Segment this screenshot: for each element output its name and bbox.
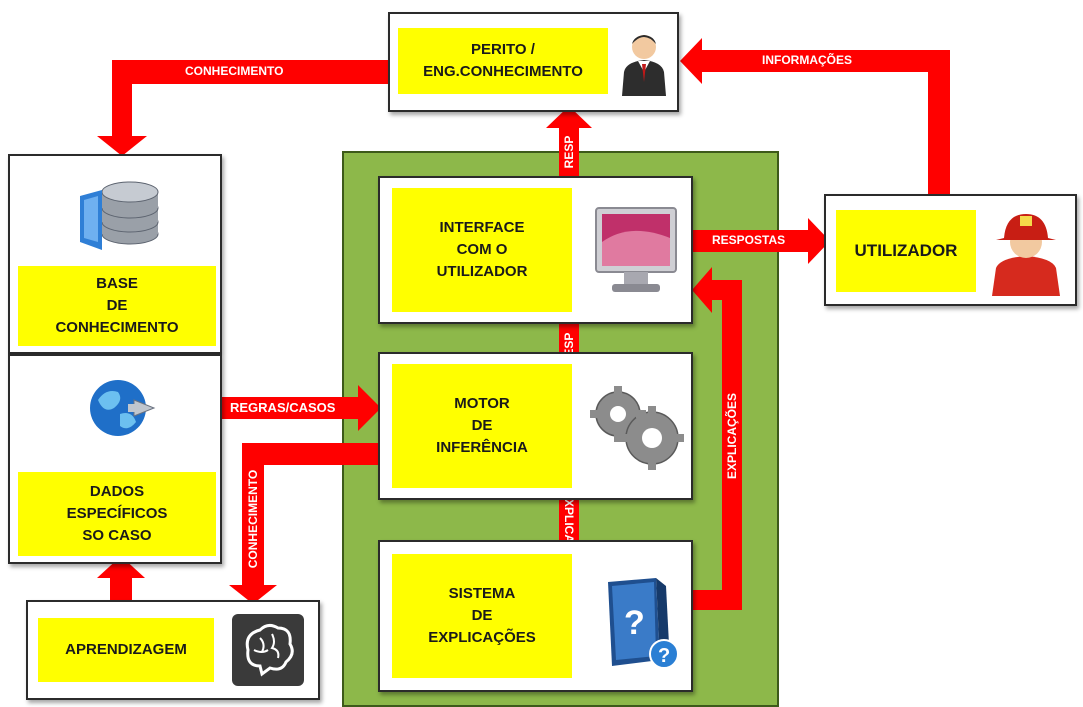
arrow-informacoes-h — [700, 50, 950, 72]
brain-icon — [232, 614, 304, 691]
node-aprendizagem: APRENDIZAGEM — [26, 600, 320, 700]
arrow-resp-top-head — [546, 106, 592, 128]
arrow-aprendizagem-head — [97, 556, 145, 578]
node-aprendizagem-label: APRENDIZAGEM — [38, 618, 214, 682]
arrow-conhecimento-top-head — [97, 136, 147, 156]
arrow-conhecimento-left-h — [242, 443, 380, 465]
node-perito-label: PERITO / ENG.CONHECIMENTO — [398, 28, 608, 94]
node-base: BASE DE CONHECIMENTO — [8, 154, 222, 354]
label-informacoes: INFORMAÇÕES — [762, 53, 852, 67]
node-motor: MOTOR DE INFERÊNCIA — [378, 352, 693, 500]
arrow-respostas-head — [808, 218, 830, 264]
help-book-icon: ? ? — [600, 576, 684, 677]
database-icon — [74, 172, 170, 259]
arrow-conhecimento-top-h — [112, 60, 395, 84]
arrow-regras-head — [358, 385, 381, 431]
node-perito: PERITO / ENG.CONHECIMENTO — [388, 12, 679, 112]
node-interface: INTERFACE COM O UTILIZADOR — [378, 176, 693, 324]
node-sistema-label: SISTEMA DE EXPLICAÇÕES — [392, 554, 572, 678]
label-explicacoes-up: EXPLICAÇÕES — [725, 392, 739, 479]
arrow-explicacoes-up-top — [710, 280, 742, 300]
node-base-label: BASE DE CONHECIMENTO — [18, 266, 216, 346]
gears-icon — [586, 378, 686, 479]
node-utilizador-label: UTILIZADOR — [836, 210, 976, 292]
label-conhecimento-left: CONHECIMENTO — [246, 469, 260, 569]
arrow-aprendizagem-shaft — [110, 574, 132, 604]
label-resp-top: RESP — [562, 135, 576, 169]
arrow-resp-top-shaft — [559, 124, 579, 184]
arrow-conhecimento-top-v — [112, 60, 132, 140]
node-motor-label: MOTOR DE INFERÊNCIA — [392, 364, 572, 488]
firefighter-icon — [986, 210, 1066, 301]
svg-text:?: ? — [658, 645, 670, 667]
arrow-informacoes-head — [680, 38, 702, 84]
node-sistema: SISTEMA DE EXPLICAÇÕES ? ? — [378, 540, 693, 692]
label-regras: REGRAS/CASOS — [230, 400, 336, 415]
arrow-explicacoes-up-head — [692, 267, 712, 313]
arrow-regras-shaft — [220, 397, 360, 419]
arrow-conhecimento-left-head — [229, 585, 277, 604]
node-dados: DADOS ESPECÍFICOS SO CASO — [8, 354, 222, 564]
arrow-conhecimento-left-v — [242, 443, 264, 589]
node-interface-label: INTERFACE COM O UTILIZADOR — [392, 188, 572, 312]
arrow-respostas-shaft — [692, 230, 810, 252]
svg-text:?: ? — [624, 604, 645, 642]
arrow-informacoes-v — [928, 50, 950, 196]
label-respostas: RESPOSTAS — [712, 233, 786, 247]
globe-icon — [84, 370, 160, 451]
node-dados-label: DADOS ESPECÍFICOS SO CASO — [18, 472, 216, 556]
monitor-icon — [590, 202, 682, 303]
label-conhecimento-top: CONHECIMENTO — [185, 64, 284, 78]
node-utilizador: UTILIZADOR — [824, 194, 1077, 306]
businessman-icon — [618, 30, 670, 101]
arrow-explicacoes-up-v — [722, 282, 742, 610]
